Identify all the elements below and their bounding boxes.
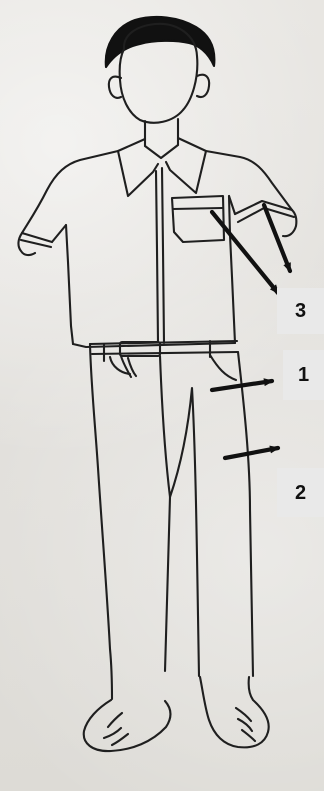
left-shoe — [84, 700, 171, 751]
label-3: 3 — [277, 288, 324, 334]
label-1: 1 — [283, 350, 324, 400]
placket-line-1 — [156, 171, 158, 342]
arrow-2 — [225, 448, 278, 458]
shirt-left-side — [22, 151, 118, 233]
left-shoe-laces — [104, 713, 128, 745]
left-sleeve-inner — [52, 225, 66, 242]
trouser-center-right — [170, 388, 199, 676]
trouser-center-left — [160, 356, 170, 671]
shirt-body-right — [229, 196, 235, 343]
shirt-body-left — [66, 225, 73, 344]
label-2-text: 2 — [295, 483, 306, 503]
label-1-text: 1 — [298, 365, 309, 385]
right-shoe-laces — [236, 708, 255, 741]
label-2: 2 — [277, 468, 324, 517]
left-sleeve-cuff — [21, 233, 52, 247]
arrow-3-pocket — [212, 212, 278, 293]
right-pocket — [210, 355, 236, 380]
placket-line-2 — [162, 168, 164, 343]
pocket-flap — [173, 208, 222, 209]
collar-right — [166, 138, 206, 193]
label-3-text: 3 — [295, 301, 306, 321]
right-shoe — [200, 677, 269, 747]
collar-left — [118, 139, 158, 196]
trouser-right-outer — [238, 352, 253, 676]
belt-bottom — [92, 352, 238, 354]
right-ear — [197, 75, 209, 97]
trouser-left-outer — [90, 344, 112, 699]
shirt-right-side — [206, 151, 292, 210]
collar-back — [145, 145, 178, 158]
